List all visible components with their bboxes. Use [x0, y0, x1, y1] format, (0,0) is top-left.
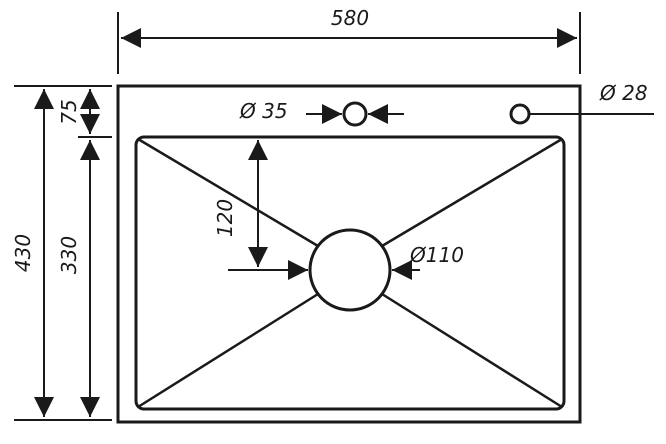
rim-dimension: 75: [57, 89, 112, 138]
sink-outline: [116, 84, 582, 424]
height-label: 430: [11, 234, 35, 272]
bowl-height-dimension: 330: [57, 140, 100, 417]
side-hole-callout: Ø 28: [529, 81, 654, 115]
bowl-height-label: 330: [57, 236, 81, 274]
tap-hole-callout: Ø 35: [239, 99, 404, 124]
width-dimension: 580: [117, 6, 581, 74]
height-dimension: 430: [11, 85, 112, 421]
bowl-outline: [134, 135, 566, 411]
side-hole: [509, 103, 531, 125]
drain-offset-dimension: 120: [213, 140, 308, 280]
rim-label: 75: [57, 99, 81, 124]
tap-hole: [342, 101, 368, 127]
drain-diameter-label: Ø110: [409, 243, 464, 267]
tap-hole-label: Ø 35: [239, 99, 288, 123]
drain-diameter-callout: Ø110: [392, 243, 464, 280]
side-hole-label: Ø 28: [599, 81, 648, 105]
drain-offset-label: 120: [213, 199, 237, 237]
bowl-diagonals: [137, 137, 563, 409]
drain-circle: [308, 228, 392, 312]
width-label: 580: [331, 6, 369, 30]
